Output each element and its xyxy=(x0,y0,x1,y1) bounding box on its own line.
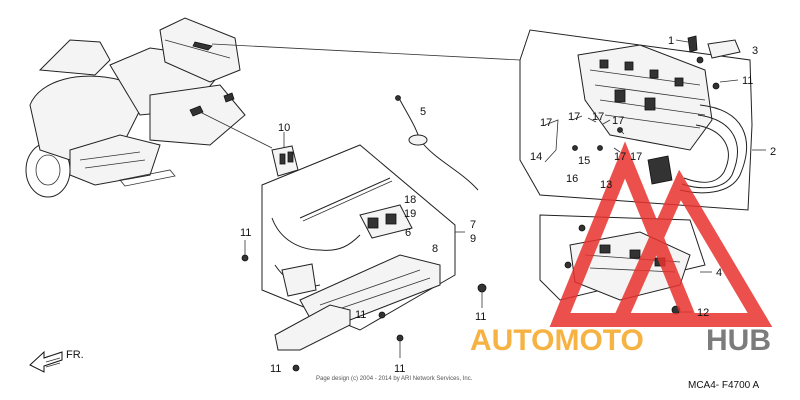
leader-line-upper xyxy=(211,43,521,61)
callout-17-f: 17 xyxy=(630,151,642,163)
callout-17-a: 17 xyxy=(540,117,552,129)
callout-8: 8 xyxy=(432,243,438,255)
watermark-text-automoto: AUTOMOTO xyxy=(470,324,644,357)
callout-17-d: 17 xyxy=(612,115,624,127)
callout-11-d: 11 xyxy=(475,311,486,323)
watermark-logo: AUTOMOTO HUB xyxy=(470,141,773,357)
callout-3: 3 xyxy=(752,45,758,57)
motorcycle-illustration xyxy=(25,17,246,198)
callout-19: 19 xyxy=(404,208,416,220)
callout-10: 10 xyxy=(278,122,290,134)
center-panel xyxy=(241,144,487,372)
callout-7: 7 xyxy=(470,219,476,231)
callout-9: 9 xyxy=(470,233,476,245)
diagram-code: MCA4- F4700 A xyxy=(688,380,759,391)
upper-right-panel xyxy=(519,29,753,211)
callout-15: 15 xyxy=(578,155,590,167)
callout-14: 14 xyxy=(530,151,542,163)
callout-12: 12 xyxy=(697,307,709,319)
callout-11-c: 11 xyxy=(355,309,366,321)
part-5-cable xyxy=(395,95,479,191)
callout-11-a: 11 xyxy=(240,227,251,239)
callout-2: 2 xyxy=(770,146,776,158)
callout-16: 16 xyxy=(566,173,578,185)
callout-1: 1 xyxy=(668,35,674,47)
front-direction-arrow: FR. xyxy=(29,349,84,373)
callout-13: 13 xyxy=(600,179,612,191)
watermark-triangle-right xyxy=(609,169,773,327)
watermark-text-hub: HUB xyxy=(706,324,771,357)
callout-17-e: 17 xyxy=(614,151,626,163)
part-10-bracket xyxy=(271,132,299,177)
callout-11-e: 11 xyxy=(394,363,405,375)
callout-11-f: 11 xyxy=(270,363,281,375)
callout-4: 4 xyxy=(716,267,722,279)
callout-11-b: 11 xyxy=(742,75,753,87)
callout-6: 6 xyxy=(405,227,411,239)
part-callouts: 1 2 3 4 5 6 7 8 9 10 11 11 11 11 11 11 1… xyxy=(240,35,776,375)
callout-17-b: 17 xyxy=(568,111,580,123)
front-direction-label: FR. xyxy=(66,349,84,361)
copyright-notice: Page design (c) 2004 - 2014 by ARI Netwo… xyxy=(316,376,473,382)
callout-18: 18 xyxy=(404,194,416,206)
leader-line-lower xyxy=(199,111,273,149)
callout-5: 5 xyxy=(420,106,426,118)
callout-17-c: 17 xyxy=(592,111,604,123)
